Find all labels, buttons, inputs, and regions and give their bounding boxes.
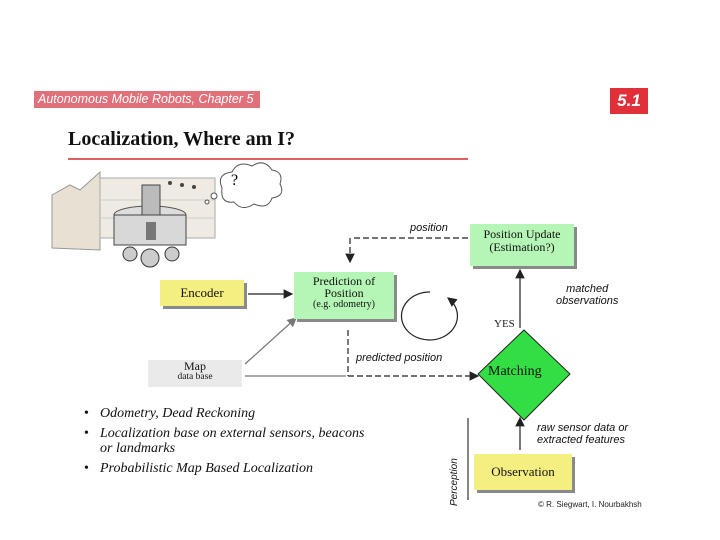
bullet-text-3: Probabilistic Map Based Localization	[100, 461, 313, 476]
bullet-list: •Odometry, Dead Reckoning •Localization …	[84, 406, 380, 481]
position-update-box: Position Update (Estimation?)	[470, 224, 574, 266]
prediction-label-3: (e.g. odometry)	[313, 299, 375, 310]
raw-label-1: raw sensor data or	[537, 422, 629, 434]
position-update-label-2: (Estimation?)	[489, 240, 555, 254]
slide-number-badge: 5.1	[610, 88, 648, 114]
encoder-box: Encoder	[160, 280, 244, 306]
map-label-1: Map	[184, 359, 206, 373]
matched-label-1: matched	[566, 283, 609, 295]
encoder-label: Encoder	[180, 285, 224, 300]
bullet-item-1: •Odometry, Dead Reckoning	[84, 406, 256, 421]
raw-label-2: extracted features	[537, 434, 626, 446]
bullet-text-2: Localization base on external sensors, b…	[100, 426, 365, 456]
matched-observations-label: matched observations	[556, 283, 618, 307]
bullet-item-2: •Localization base on external sensors, …	[84, 426, 365, 456]
prediction-box: Prediction of Position (e.g. odometry)	[294, 272, 394, 319]
matching-label: Matching	[488, 364, 542, 379]
bullet-item-3: •Probabilistic Map Based Localization	[84, 461, 313, 476]
credit-text: © R. Siegwart, I. Nourbakhsh	[538, 500, 642, 509]
chapter-title: Autonomous Mobile Robots, Chapter 5	[38, 92, 254, 106]
title-underline	[68, 158, 468, 160]
question-mark: ?	[231, 172, 239, 189]
observation-box: Observation	[474, 454, 572, 490]
map-label-2: data base	[177, 372, 213, 382]
page-title: Localization, Where am I?	[68, 128, 296, 150]
matching-diamond	[477, 329, 571, 421]
position-update-label-1: Position Update	[483, 227, 561, 241]
prediction-label-2: Position	[324, 286, 364, 300]
yes-label: YES	[494, 318, 515, 330]
thought-cloud	[219, 162, 283, 208]
perception-label: Perception	[449, 458, 460, 506]
raw-sensor-label: raw sensor data or extracted features	[537, 422, 628, 446]
observation-label: Observation	[491, 464, 555, 479]
chapter-banner	[34, 91, 260, 108]
position-edge-label: position	[410, 222, 448, 234]
robot-illustration	[51, 170, 216, 268]
matched-label-2: observations	[556, 295, 619, 307]
predicted-position-label: predicted position	[356, 352, 443, 364]
map-box: Map data base	[148, 360, 242, 387]
bullet-text-1: Odometry, Dead Reckoning	[100, 406, 256, 421]
prediction-label-1: Prediction of	[312, 274, 376, 288]
